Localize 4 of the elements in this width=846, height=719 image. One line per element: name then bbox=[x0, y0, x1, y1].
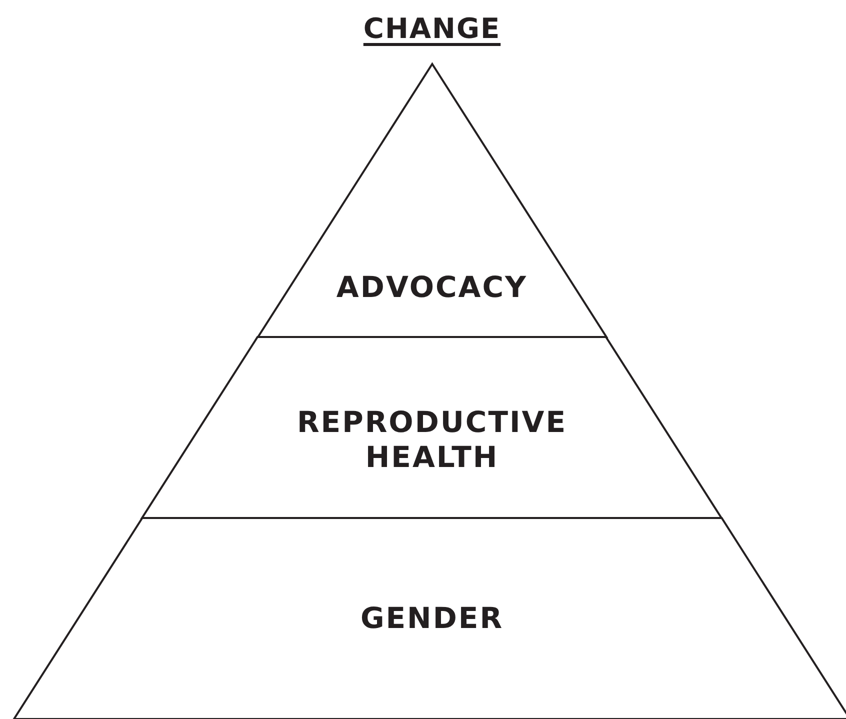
tier-label: GENDER bbox=[360, 600, 504, 636]
tier-label: ADVOCACY bbox=[336, 270, 528, 304]
tier-label: REPRODUCTIVE HEALTH bbox=[296, 405, 568, 475]
title: CHANGE bbox=[363, 12, 501, 45]
